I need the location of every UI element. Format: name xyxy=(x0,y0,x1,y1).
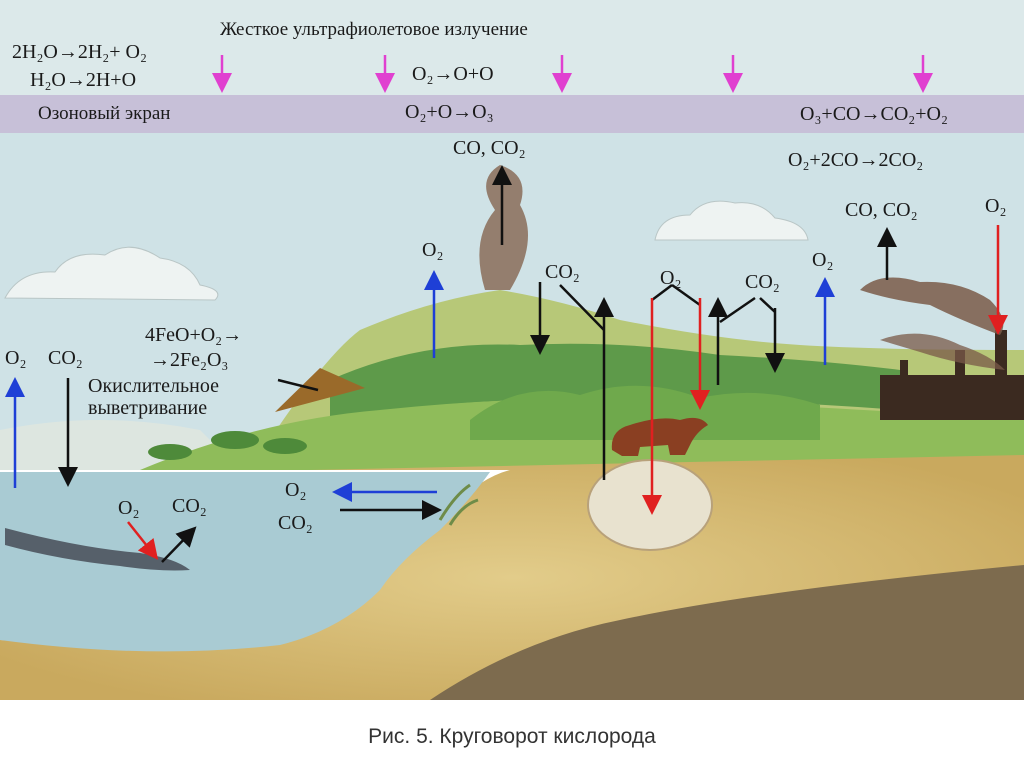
hill-o2-label: O₂ xyxy=(422,239,444,261)
volcano-smoke xyxy=(479,165,528,290)
bear xyxy=(611,417,708,456)
cloud-right xyxy=(654,200,809,241)
cloud-left xyxy=(4,246,219,301)
diagram-canvas xyxy=(0,0,1024,700)
factory-smoke xyxy=(860,277,1004,335)
ozone-layer xyxy=(0,95,1024,133)
figure-caption: Рис. 5. Круговорот кислорода xyxy=(368,725,656,748)
deep-soil xyxy=(430,565,1024,700)
iron-ore-rock xyxy=(275,368,365,412)
shore-co2-label: CO₂ xyxy=(278,512,313,534)
uv-radiation-title: Жесткое ультрафиолетовое излучение xyxy=(220,19,528,40)
water-photolysis-reaction-2: H₂O→2H+O xyxy=(30,69,137,91)
fish-co2-label: CO₂ xyxy=(172,495,207,517)
blue-arrows xyxy=(4,270,835,502)
black-arrows xyxy=(58,165,897,563)
uv-arrows xyxy=(212,55,933,93)
center-o2-label: O₂ xyxy=(660,267,682,289)
red-arrows xyxy=(127,225,1008,560)
oxidative-weathering-label-1: Окислительное xyxy=(88,375,219,397)
upper-sky xyxy=(0,0,1024,95)
ocean-o2-label: O₂ xyxy=(5,347,27,369)
soil-burrow xyxy=(587,459,713,551)
ocean-co2-label: CO₂ xyxy=(48,347,83,369)
right-o2-label: O₂ xyxy=(812,249,834,271)
seaweed xyxy=(438,483,479,526)
ozone-screen-label: Озоновый экран xyxy=(38,103,171,124)
shore-o2-label: O₂ xyxy=(285,479,307,501)
palm-trees xyxy=(148,431,307,460)
factory-gas-label: CO, CO₂ xyxy=(845,199,918,221)
bushes xyxy=(470,385,820,440)
ozone-split-reaction: O₂→O+O xyxy=(412,63,494,85)
volcano-gas-label: CO, CO₂ xyxy=(453,137,526,159)
factory-o2-label: O₂ xyxy=(985,195,1007,217)
water-photolysis-reaction-1: 2H₂O→2H₂+ O₂ xyxy=(12,41,147,63)
iron-oxidation-reaction-2: →2Fe₂O₃ xyxy=(150,349,229,371)
factory-smoke-2 xyxy=(880,333,1005,370)
factory xyxy=(880,330,1024,420)
hill-co2-label: CO₂ xyxy=(545,261,580,283)
right-co2-label: CO₂ xyxy=(745,271,780,293)
iron-oxidation-reaction-1: 4FeO+O₂→ xyxy=(145,324,243,346)
ozone-co-reaction: O₃+CO→CO₂+O₂ xyxy=(800,103,948,125)
oxidative-weathering-label-2: выветривание xyxy=(88,397,208,419)
ozone-formation-reaction: O₂+O→O₃ xyxy=(405,101,494,123)
oxygen-co-reaction: O₂+2CO→2CO₂ xyxy=(788,149,924,171)
fish-o2-label: O₂ xyxy=(118,497,140,519)
ocean xyxy=(0,472,490,652)
